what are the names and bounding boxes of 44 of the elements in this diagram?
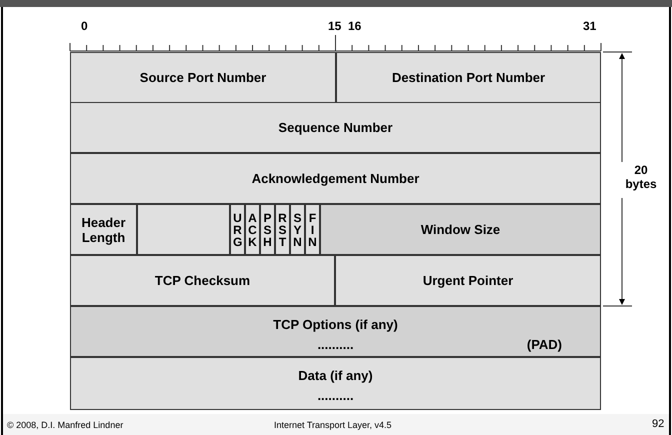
bit-number: 16	[348, 19, 362, 33]
field-name: Sequence Number	[278, 120, 393, 135]
flag-name: FIN	[308, 212, 317, 248]
flag-field	[245, 204, 260, 255]
flag-name: SYN	[293, 212, 302, 248]
header-field	[336, 52, 601, 103]
copyright-text: © 2008, D.I. Manfred Lindner	[7, 420, 124, 430]
flag-name: RST	[278, 212, 287, 248]
field-name: Window Size	[420, 222, 500, 237]
field-name: Urgent Pointer	[422, 273, 514, 288]
flag-name: URG	[233, 212, 242, 248]
flag-field	[290, 204, 305, 255]
bit-number: 31	[583, 19, 596, 33]
flag-field	[305, 204, 320, 255]
flag-field	[275, 204, 290, 255]
header-field	[70, 52, 336, 103]
field-name: Data (if any)	[298, 368, 373, 383]
header-field	[70, 102, 601, 153]
dimension-text: 20 bytes	[624, 163, 658, 191]
header-field	[70, 204, 137, 255]
padding-label: (PAD)	[526, 337, 562, 352]
field-name: Destination Port Number	[392, 70, 546, 85]
flag-name: PSH	[263, 212, 272, 248]
header-field	[335, 255, 601, 306]
page-number: 92	[652, 418, 664, 430]
field-name: Acknowledgement Number	[252, 171, 420, 186]
field-name: TCP Options (if any)	[273, 317, 398, 332]
ellipsis: ..........	[317, 337, 354, 352]
data-field	[70, 357, 601, 410]
footer-title: Internet Transport Layer, v4.5	[274, 420, 392, 430]
flag-name: ACK	[248, 212, 257, 248]
ellipsis: ..........	[317, 388, 354, 403]
field-name: TCP Checksum	[154, 273, 250, 288]
flag-field	[260, 204, 275, 255]
options-field	[70, 306, 601, 357]
bit-number: 0	[81, 19, 88, 33]
flag-field	[230, 204, 245, 255]
reserved-field	[137, 204, 230, 255]
header-field	[70, 153, 601, 204]
field-name: Header Length	[80, 214, 127, 244]
bit-number: 15	[328, 19, 342, 33]
field-name: Source Port Number	[140, 70, 266, 85]
header-field	[70, 255, 335, 306]
header-field	[320, 204, 601, 255]
